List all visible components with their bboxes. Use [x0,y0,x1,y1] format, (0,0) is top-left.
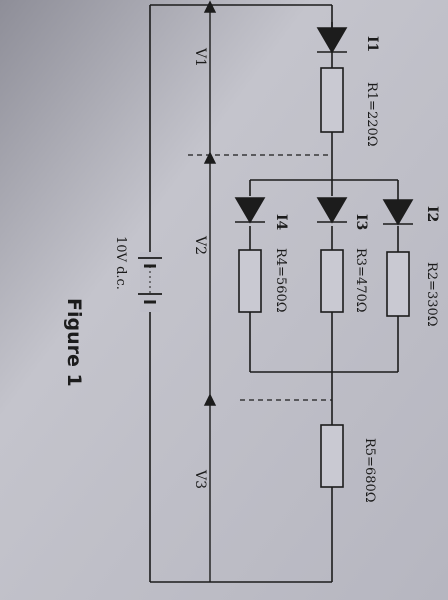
v2-arrow [203,151,217,164]
resistor-r5 [320,424,344,488]
label-r5: R5=680Ω [362,438,377,503]
label-i3: I3 [353,214,369,230]
diode-d2 [382,199,414,226]
label-v1: V1 [192,47,208,67]
resistor-r3 [320,249,344,313]
label-v2: V2 [192,235,208,255]
label-i1: I1 [364,36,380,52]
diode-d4 [234,197,266,224]
diode-d3 [316,197,348,224]
figure-caption: Figure 1 [63,298,85,387]
resistor-r1 [320,67,344,133]
label-i4: I4 [273,214,289,231]
label-supply: 10V d.c. [113,236,128,290]
v1-arrow [203,0,217,13]
diode-d1 [316,22,348,54]
label-v3: V3 [192,469,208,489]
label-r4: R4=560Ω [273,248,288,313]
battery [138,252,162,312]
label-r3: R3=470Ω [353,248,368,313]
label-r2: R2=330Ω [424,262,439,327]
v3-arrow [203,393,217,406]
resistor-r4 [238,249,262,313]
resistor-r2 [386,251,410,317]
label-r1: R1=220Ω [364,82,379,147]
label-i2: I2 [424,206,440,222]
